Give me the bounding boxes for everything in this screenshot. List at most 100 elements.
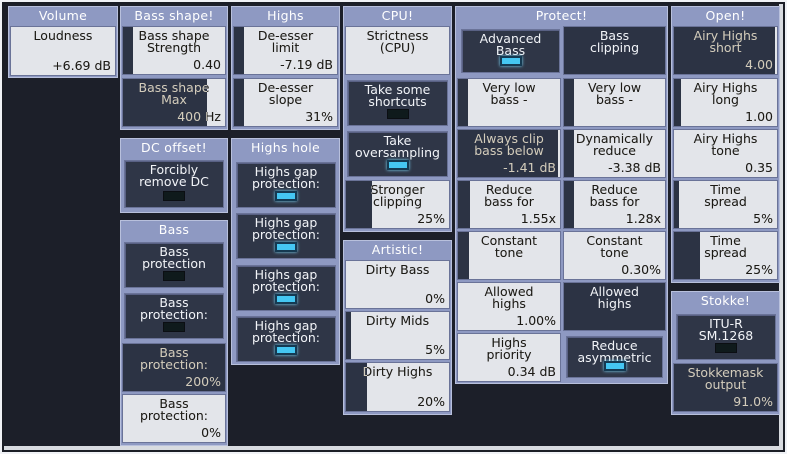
very-low-bass-slider-1[interactable]: Very low bass -	[457, 78, 561, 127]
slider-value: 31%	[305, 109, 333, 124]
led-on-indicator	[275, 345, 297, 355]
slider-fill	[346, 363, 367, 411]
de-esser-limit-slider[interactable]: De-esser limit-7.19 dB	[233, 26, 338, 75]
stokkemask-output-slider[interactable]: Stokkemask output 91.0%	[673, 363, 778, 412]
slider-value: -1.41 dB	[503, 160, 556, 175]
led-off-indicator	[163, 271, 185, 281]
highs-gap-protection-toggle-2[interactable]: Highs gap protection:	[236, 213, 336, 259]
highs-gap-protection-toggle-4[interactable]: Highs gap protection:	[236, 316, 336, 362]
bass-protection-toggle-2[interactable]: Bass protection:	[124, 293, 224, 339]
slider-value: 5%	[753, 211, 773, 226]
take-shortcuts-toggle[interactable]: Take some shortcuts	[347, 80, 448, 126]
panel-title: DC offset!	[141, 140, 207, 155]
take-oversampling-toggle[interactable]: Take oversampling	[347, 131, 448, 177]
slider-label: De-esser limit	[257, 28, 314, 55]
time-spread-slider-1[interactable]: Time spread 5%	[673, 180, 778, 229]
de-esser-slope-slider[interactable]: De-esser slope 31%	[233, 78, 338, 127]
led-off-indicator	[386, 109, 409, 119]
panel-title: Highs hole	[251, 140, 320, 155]
panel-title: Protect!	[535, 8, 588, 23]
led-on-indicator	[499, 56, 522, 66]
slider-label: Time spread	[704, 233, 747, 260]
slider-fill	[123, 344, 225, 391]
button-label: Bass clipping	[589, 28, 640, 55]
led-on-indicator	[386, 160, 409, 170]
forcibly-remove-dc-toggle[interactable]: Forcibly remove DC	[124, 160, 224, 208]
panel-title: Open!	[705, 8, 746, 23]
strictness-cpu-slider[interactable]: Strictness (CPU)	[345, 26, 450, 75]
dynamically-reduce-slider[interactable]: Dynamically reduce-3.38 dB	[563, 129, 666, 178]
slider-fill	[674, 364, 777, 411]
toggle-label: Take some shortcuts	[364, 82, 431, 109]
slider-value: 0%	[201, 425, 221, 440]
toggle-label: Take oversampling	[355, 133, 440, 160]
loudness-slider[interactable]: Loudness+6.69 dB	[10, 26, 116, 76]
slider-fill	[564, 181, 575, 228]
advanced-bass-toggle[interactable]: Advanced Bass	[461, 29, 560, 73]
very-low-bass-slider-2[interactable]: Very low bass -	[563, 78, 666, 127]
bass-protection-slider-2[interactable]: Bass protection:0%	[122, 394, 226, 443]
slider-fill	[234, 27, 245, 74]
panel-title: CPU!	[381, 8, 414, 23]
slider-label: Very low bass -	[482, 80, 536, 107]
toggle-label: Forcibly remove DC	[139, 162, 209, 189]
constant-tone-slider-1[interactable]: Constant tone	[457, 231, 561, 280]
bass-protection-toggle-1[interactable]: Bass protection	[124, 242, 224, 288]
slider-label: Stronger clipping	[370, 182, 425, 209]
slider-label: Airy Highs long	[693, 80, 758, 107]
slider-value: 4.00	[745, 57, 773, 72]
slider-fill	[564, 130, 575, 177]
slider-label: Dirty Bass	[365, 262, 430, 277]
bass-clipping-button[interactable]: Bass clipping	[563, 26, 666, 75]
slider-label: Stokkemask output	[687, 365, 764, 392]
panel-title: Highs	[267, 8, 304, 23]
panel-title: Bass	[158, 222, 190, 237]
slider-value: 0%	[425, 291, 445, 306]
slider-value: 91.0%	[733, 394, 773, 409]
slider-label: Time spread	[704, 182, 747, 209]
slider-label: De-esser slope	[257, 80, 314, 107]
led-on-indicator	[603, 361, 626, 371]
slider-fill	[674, 27, 775, 74]
slider-value: 20%	[417, 394, 445, 409]
slider-label: Reduce bass for	[484, 182, 534, 209]
slider-label: Strictness (CPU)	[366, 28, 429, 55]
slider-label: Constant tone	[586, 233, 643, 260]
slider-value: 400 Hz	[177, 109, 221, 124]
slider-value: -3.38 dB	[608, 160, 661, 175]
allowed-highs-button[interactable]: Allowed highs	[563, 282, 666, 331]
slider-label: Constant tone	[480, 233, 538, 260]
bass-protection-slider-1[interactable]: Bass protection:200%	[122, 343, 226, 392]
itu-r-sm1268-toggle[interactable]: ITU-R SM.1268	[676, 314, 776, 360]
reduce-asymmetric-toggle[interactable]: Reduce asymmetric	[566, 336, 663, 378]
highs-gap-protection-toggle-1[interactable]: Highs gap protection:	[236, 162, 336, 208]
slider-fill	[458, 130, 558, 177]
led-on-indicator	[275, 242, 297, 252]
slider-label: Dirty Mids	[365, 313, 430, 328]
toggle-label: Reduce asymmetric	[577, 338, 652, 365]
slider-label: Bass shape Strength	[138, 28, 210, 55]
always-clip-bass-slider[interactable]: Always clip bass below-1.41 dB	[457, 129, 561, 178]
led-on-indicator	[275, 191, 297, 201]
led-off-indicator	[163, 322, 185, 332]
slider-fill	[346, 181, 372, 228]
slider-fill	[346, 312, 352, 359]
highs-gap-protection-toggle-3[interactable]: Highs gap protection:	[236, 265, 336, 311]
button-label: Allowed highs	[590, 284, 639, 311]
panel-title: Artistic!	[371, 242, 424, 257]
dirty-bass-slider[interactable]: Dirty Bass 0%	[345, 260, 450, 309]
